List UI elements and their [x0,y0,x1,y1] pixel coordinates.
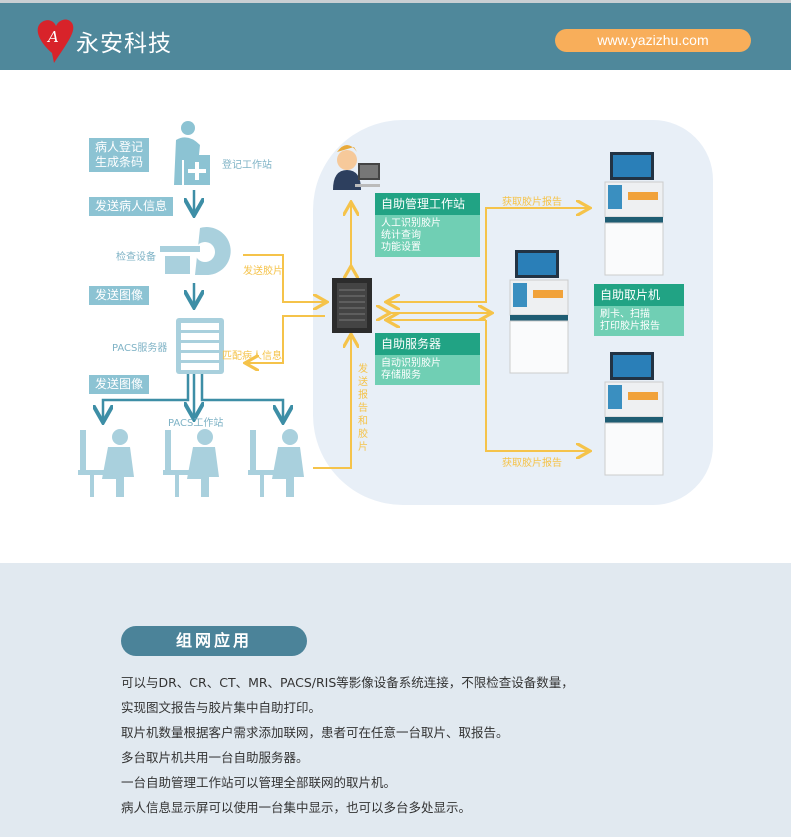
get-film-report-label-bottom: 获取胶片报告 [502,458,562,469]
description-line: 取片机数量根据客户需求添加联网，患者可在任意一台取片、取报告。 [121,725,509,740]
pacs-workstation-label: PACS工作站 [168,418,224,429]
register-station-label: 登记工作站 [222,160,272,171]
send-report-film-label: 发送报告和胶片 [358,364,368,453]
kiosk-box: 自助取片机 刷卡、扫描 打印胶片报告 [594,284,684,336]
send-film-label: 发送胶片 [243,266,283,277]
mgmt-station-body: 人工识别胶片 统计查询 功能设置 [375,215,480,257]
self-server-title: 自助服务器 [375,333,480,355]
description-section [0,563,791,837]
kiosk-title: 自助取片机 [594,284,684,306]
send-patient-info-label: 发送病人信息 [89,197,174,216]
top-border [0,0,791,3]
server-tower-icon [332,278,372,333]
send-image-label-2: 发送图像 [89,375,150,394]
website-link[interactable]: www.yazizhu.com [555,29,751,52]
orange-arrows [243,204,588,469]
mgmt-station-box: 自助管理工作站 人工识别胶片 统计查询 功能设置 [375,193,480,257]
self-server-body: 自动识别胶片 存储服务 [375,355,480,385]
admin-person-icon [333,145,380,190]
brand-name: 永安科技 [76,31,172,57]
register-station-icon [174,121,210,185]
register-label: 病人登记 生成条码 [89,138,150,172]
exam-device-label: 检查设备 [116,252,156,263]
blue-arrows [103,190,283,420]
description-line: 病人信息显示屏可以使用一台集中显示，也可以多台多处显示。 [121,800,472,815]
kiosk-icons [509,151,664,476]
description-line: 实现图文报告与胶片集中自助打印。 [121,700,322,715]
send-image-label: 发送图像 [89,286,150,305]
match-patient-info-label: 匹配病人信息 [222,351,282,362]
description-line: 一台自助管理工作站可以管理全部联网的取片机。 [121,775,397,790]
connector-lines [78,121,664,497]
pacs-server-label: PACS服务器 [112,343,168,354]
self-server-box: 自助服务器 自动识别胶片 存储服务 [375,333,480,385]
header: A 永安科技 www.yazizhu.com [0,3,791,70]
description-line: 多台取片机共用一台自助服务器。 [121,750,309,765]
mgmt-station-title: 自助管理工作站 [375,193,480,215]
get-film-report-label-top: 获取胶片报告 [502,197,562,208]
section-heading: 组网应用 [121,626,307,656]
heart-logo-icon: A [37,19,74,63]
ct-scanner-icon [160,227,231,276]
svg-text:A: A [46,28,59,46]
pacs-workstation-icons [78,429,304,497]
kiosk-body: 刷卡、扫描 打印胶片报告 [594,306,684,336]
description-line: 可以与DR、CR、CT、MR、PACS/RIS等影像设备系统连接，不限检查设备数… [121,675,574,690]
pacs-server-icon [176,318,224,374]
